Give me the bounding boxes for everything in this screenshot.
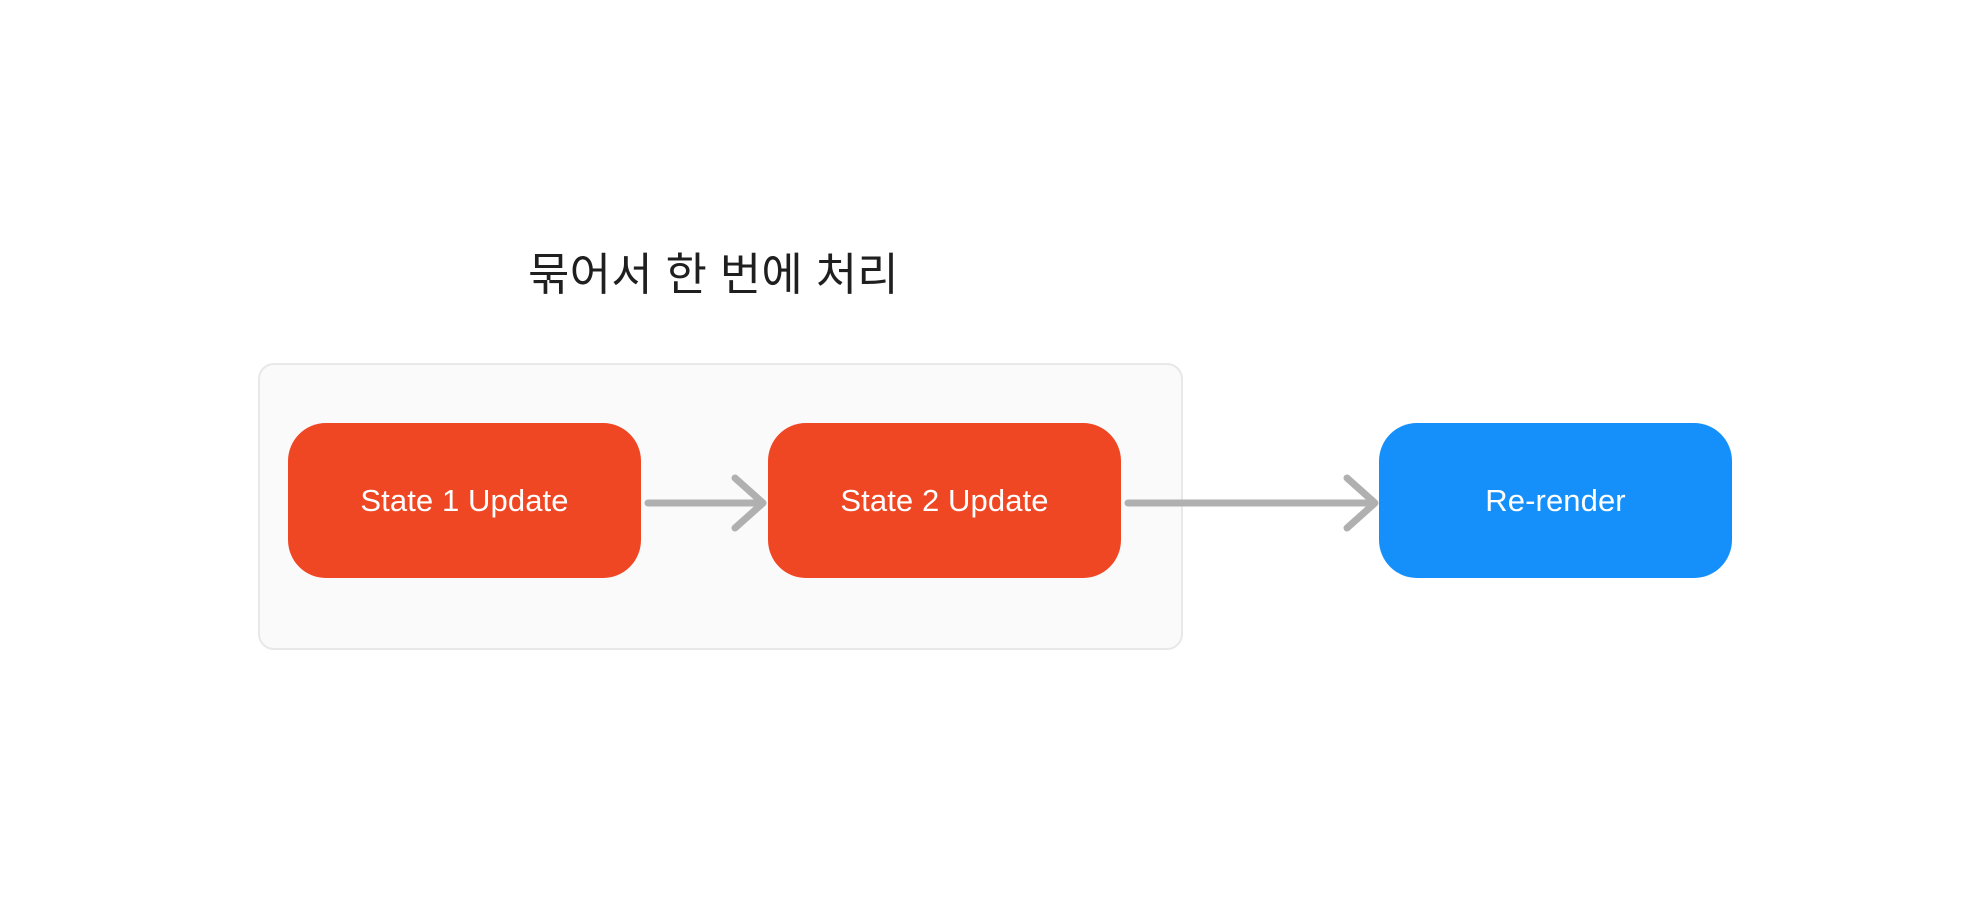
node-state-2-update-label: State 2 Update	[840, 482, 1049, 518]
node-state-2-update[interactable]: State 2 Update	[768, 423, 1121, 578]
node-state-1-update[interactable]: State 1 Update	[288, 423, 641, 578]
node-state-1-update-label: State 1 Update	[360, 482, 569, 518]
node-re-render-label: Re-render	[1485, 482, 1626, 518]
node-re-render[interactable]: Re-render	[1379, 423, 1732, 578]
page-title: 묶어서 한 번에 처리	[528, 249, 899, 300]
